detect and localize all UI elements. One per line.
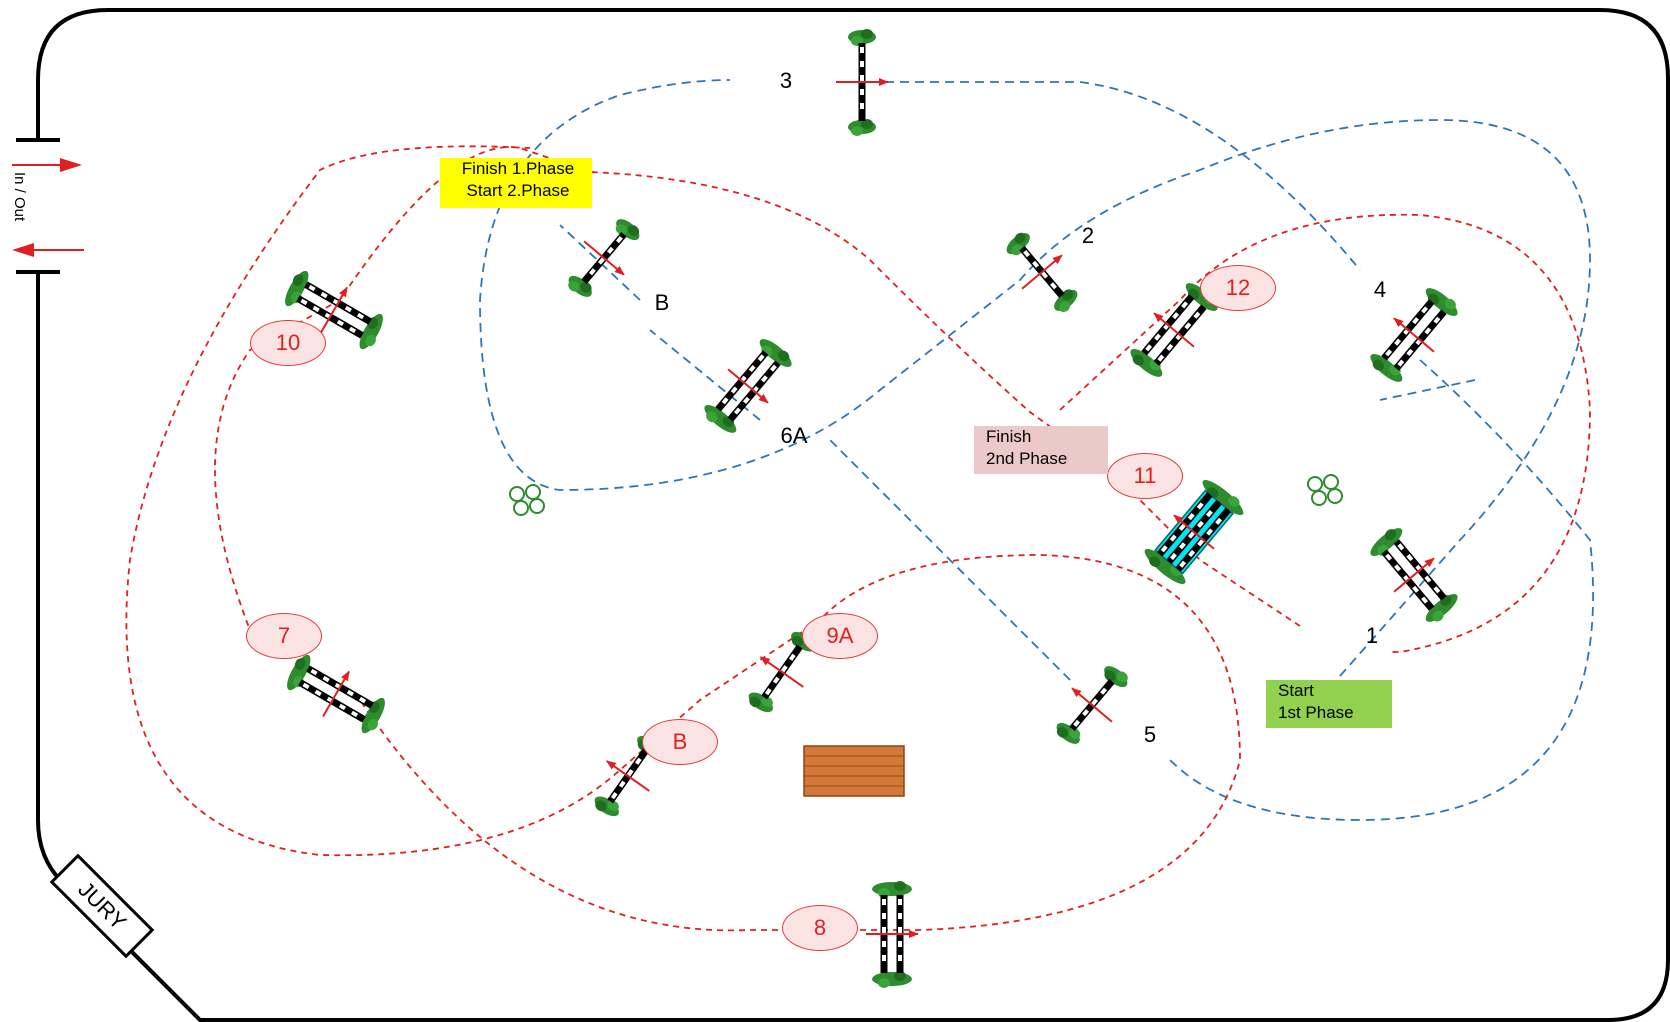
obstacle-number: B	[654, 290, 670, 315]
jump-4	[1370, 288, 1458, 382]
finish-phase2-line1: Finish	[986, 427, 1032, 446]
jump-1	[1370, 528, 1458, 622]
exit-arrow-head	[12, 243, 34, 257]
obstacle-number: 5	[1143, 722, 1157, 747]
obstacle-number: 2	[1081, 223, 1095, 248]
finish-phase2-box: Finish 2nd Phase	[974, 426, 1108, 474]
jump-11	[1144, 479, 1244, 585]
obstacle-number-phase2: 10	[250, 320, 326, 366]
arena-border	[36, 8, 1670, 1022]
jump-2	[1006, 232, 1078, 313]
obstacle-number-phase2: 9A	[802, 613, 878, 659]
entrance-label: In / Out	[11, 172, 28, 222]
entry-arrow-head	[60, 158, 82, 172]
jump-3	[836, 29, 889, 136]
tree-decoration-left	[509, 484, 545, 516]
start-phase1-line2: 1st Phase	[1278, 703, 1354, 722]
jump-7	[287, 654, 385, 734]
obstacle-number-phase2: 12	[1200, 265, 1276, 311]
jump-B2	[594, 735, 662, 817]
start-phase1-box: Start 1st Phase	[1266, 680, 1392, 728]
jump-10	[285, 270, 383, 350]
jump-B	[568, 219, 640, 297]
jump-8	[866, 881, 919, 988]
obstacle-number: 1	[1365, 623, 1379, 648]
finish-phase2-line2: 2nd Phase	[986, 449, 1068, 468]
obstacle-number-phase2: 7	[246, 613, 322, 659]
phase2-route	[125, 145, 1591, 932]
start-phase1-line1: Start	[1278, 681, 1314, 700]
obstacle-number-phase2: 11	[1107, 453, 1183, 499]
brick-wall-obstacle	[803, 745, 905, 797]
obstacle-number-phase2: B	[642, 719, 718, 765]
obstacle-number: 4	[1373, 277, 1387, 302]
tree-decoration-right	[1307, 474, 1343, 506]
finish-phase1-line2: Start 2.Phase	[466, 181, 570, 200]
obstacle-number: 3	[779, 68, 793, 93]
finish-phase1-box: Finish 1.Phase Start 2.Phase	[440, 158, 592, 208]
jump-5	[1056, 666, 1128, 744]
jump-6A	[704, 339, 792, 433]
obstacle-number-phase2: 8	[782, 905, 858, 951]
finish-phase1-line1: Finish 1.Phase	[461, 159, 575, 178]
obstacle-number: 6A	[780, 423, 808, 448]
jump-12	[1130, 283, 1218, 377]
